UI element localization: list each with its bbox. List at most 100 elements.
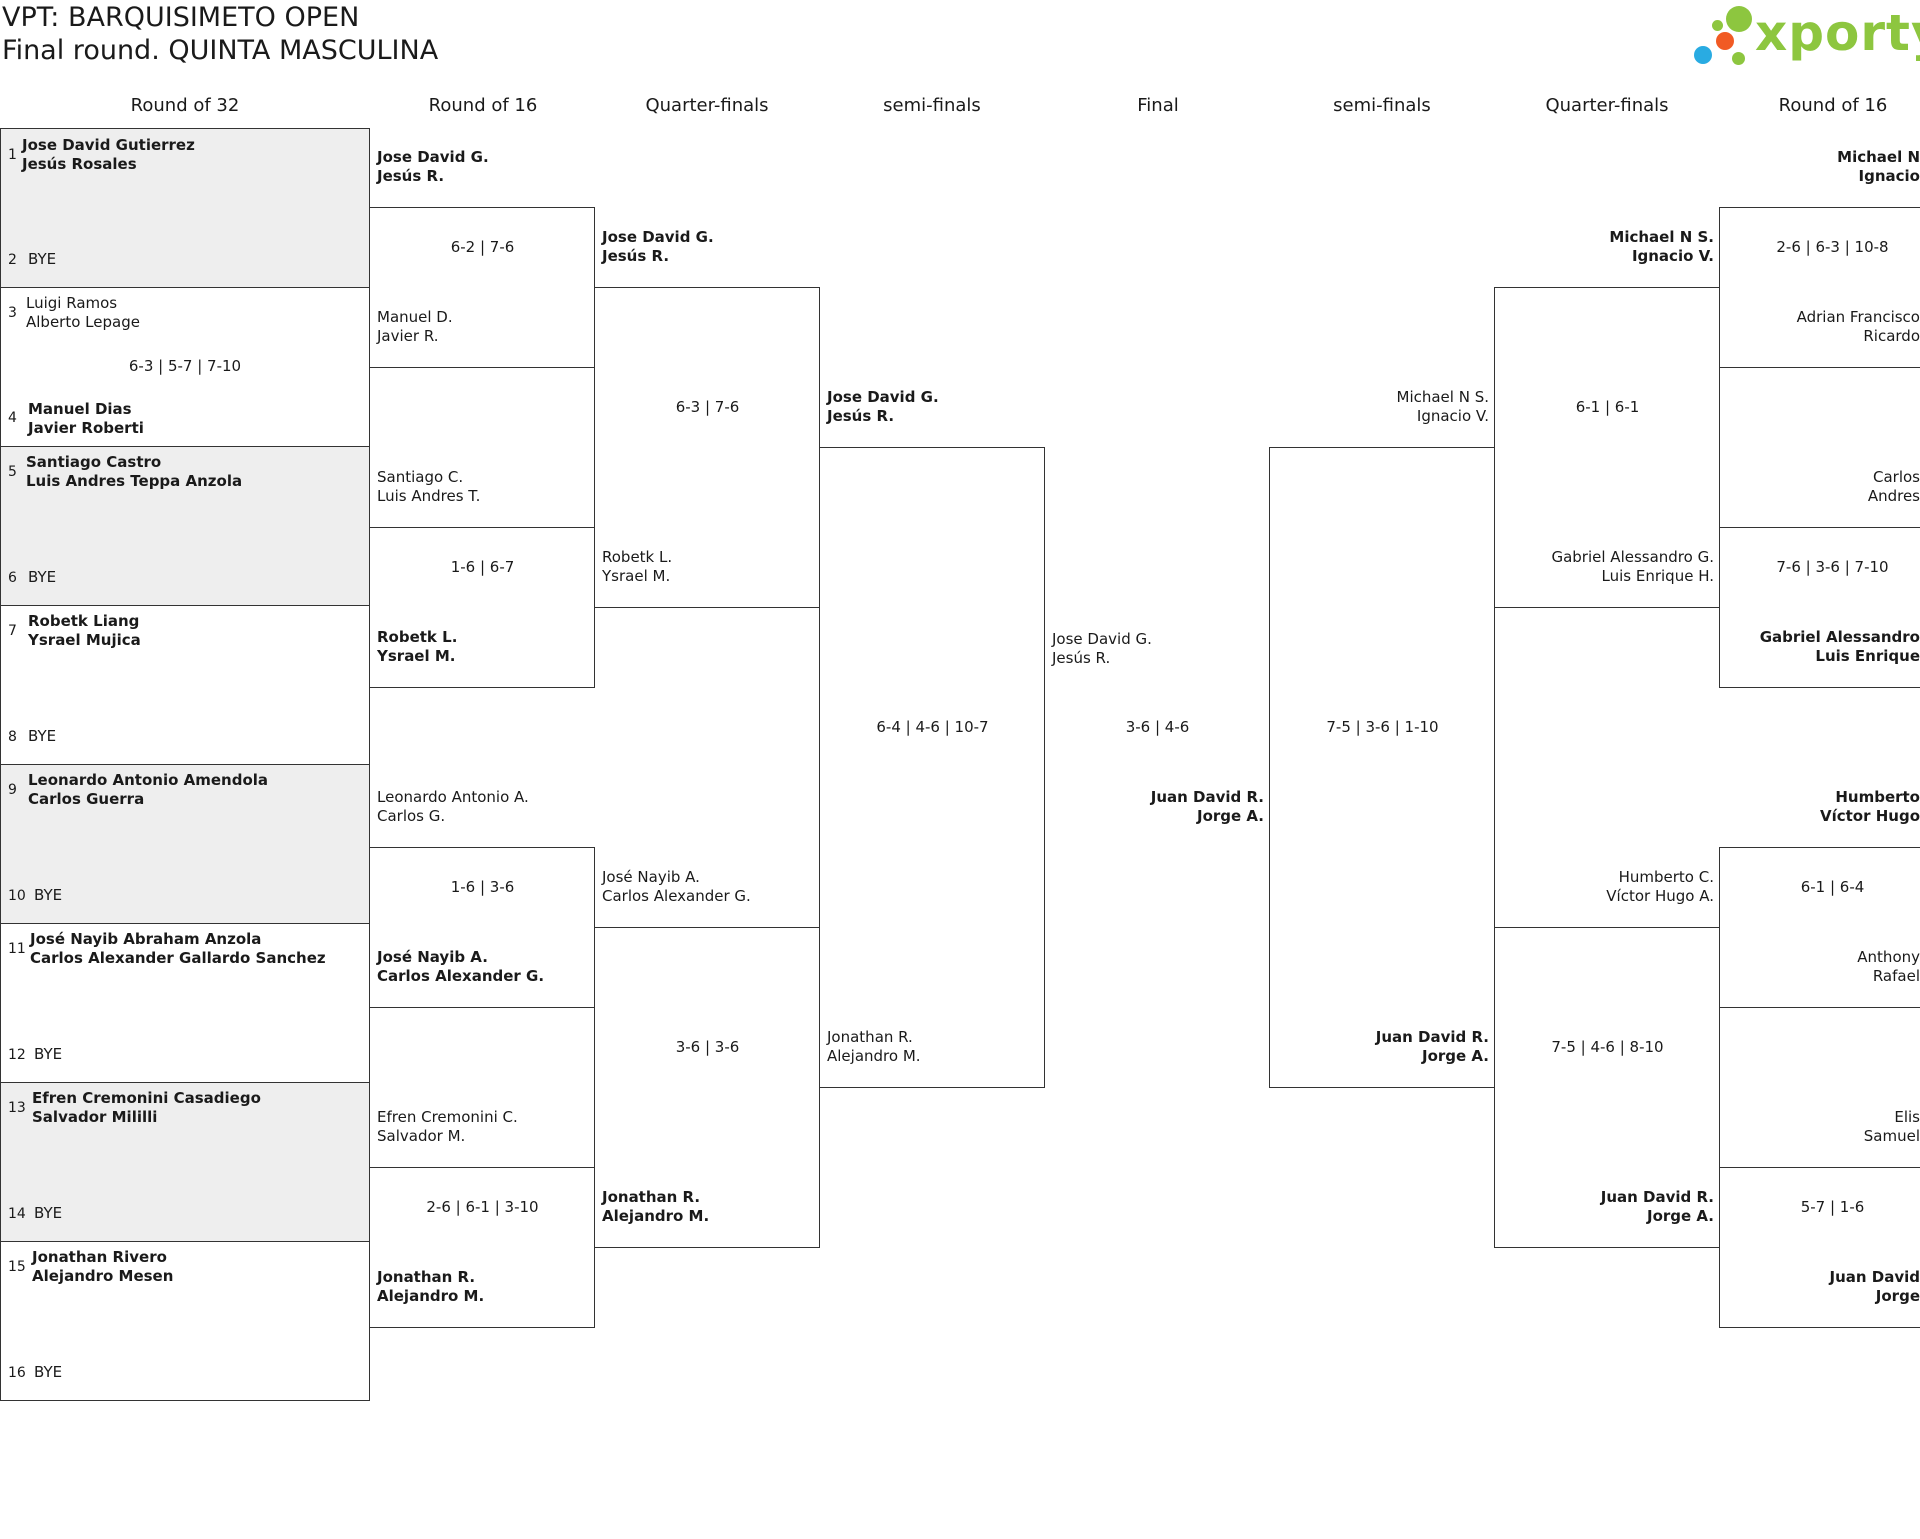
seed-number: 1 [8,147,17,163]
team-player-2: Víctor Hugo A. [1606,887,1714,905]
match-score: 2-6 | 6-3 | 10-8 [1776,238,1889,256]
match-score: 7-6 | 3-6 | 7-10 [1776,558,1889,576]
team-player-2: Jesús Rosales [22,155,137,173]
team-player-1: Jose David Gutierrez [22,136,195,154]
round-header-qf-left: Quarter-finals [645,95,769,116]
team-player-2: Carlos Alexander G. [377,967,545,985]
match-score: 6-1 | 6-1 [1575,398,1640,416]
team-player-1: Michael N S. [1609,228,1714,246]
match-score: 7-5 | 3-6 | 1-10 [1326,718,1439,736]
r16-left-match-2 [369,527,595,688]
team-player-1: Adrian Francisco [1796,308,1920,326]
round-header-r32: Round of 32 [130,95,240,116]
seed-number: 5 [8,464,17,480]
r16-right-match-2 [1719,527,1920,688]
team-player-1: José Nayib Abraham Anzola [30,930,262,948]
team-player-2: Alejandro M. [827,1047,921,1065]
seed-number: 13 [8,1100,26,1116]
team-player-2: Javier Roberti [28,419,144,437]
round-header-sf-left: semi-finals [883,95,981,116]
team-player-2: Javier R. [377,327,439,345]
team-player-1: Leonardo Antonio Amendola [28,771,269,789]
team-player-1: Elis [1894,1108,1920,1126]
seed-number: 7 [8,623,17,639]
team-player-2: Ignacio V. [1631,247,1714,265]
team-player-1: Jonathan R. [827,1028,913,1046]
team-player-2: Luis Enrique [1815,647,1920,665]
team-player-1: Michael N S. [1396,388,1490,406]
seed-number: 12 [8,1047,26,1063]
r16-left-match-4 [369,1167,595,1328]
sf-left-match [819,447,1045,1088]
team-player-2: Carlos Alexander G. [602,887,751,905]
team-player-1: Juan David [1829,1268,1920,1286]
team-player-1: Santiago C. [377,468,464,486]
team-player-2: Salvador Mililli [32,1108,158,1126]
match-score: 6-1 | 6-4 [1800,878,1865,896]
logo-dot-green [1726,6,1752,32]
team-player-2: Ricardo [1863,327,1920,345]
final-team-right-player-1: Juan David R. [1150,788,1264,806]
team-player-2: Ysrael M. [602,567,671,585]
final-team-right-player-2: Jorge A. [1196,807,1264,825]
team-player-2: Jorge A. [1646,1207,1714,1225]
r32-match-5 [0,764,370,924]
qf-right-match-2 [1494,927,1720,1248]
match-score: 5-7 | 1-6 [1800,1198,1865,1216]
team-player-1: José Nayib A. [377,948,488,966]
team-player-2: Jesús R. [377,167,445,185]
team-player-2: Alberto Lepage [26,313,140,331]
r16-right-match-4 [1719,1167,1920,1328]
seed-number: 9 [8,782,17,798]
logo-text: xporty [1755,4,1920,62]
team-player-2: Alejandro Mesen [32,1267,174,1285]
team-player-2: Luis Andres Teppa Anzola [26,472,243,490]
bye-entry: BYE [28,250,57,268]
match-score: 7-5 | 4-6 | 8-10 [1551,1038,1664,1056]
r16-right-match-3 [1719,847,1920,1008]
team-player-1: Juan David R. [1600,1188,1714,1206]
bye-entry: BYE [34,886,63,904]
seed-number: 4 [8,410,17,426]
team-player-2: Ignacio V. [1416,407,1489,425]
qf-left-match-2 [594,927,820,1248]
match-score: 6-3 | 5-7 | 7-10 [128,357,242,375]
round-header-sf-right: semi-finals [1333,95,1431,116]
team-player-1: José Nayib A. [602,868,700,886]
team-player-1: Jonathan R. [602,1188,701,1206]
logo-dot-blue [1694,46,1712,64]
xporty-logo: xporty [1690,2,1920,70]
team-player-2: Luis Enrique H. [1601,567,1714,585]
final-team-left-player-1: Jose David G. [1052,630,1152,648]
team-player-2: Jesús R. [827,407,895,425]
seed-number: 14 [8,1206,26,1222]
seed-number: 2 [8,252,17,268]
team-player-1: Juan David R. [1375,1028,1489,1046]
team-player-2: Carlos Alexander Gallardo Sanchez [30,949,326,967]
r16-left-match-1 [369,207,595,368]
team-player-1: Gabriel Alessandro [1759,628,1920,646]
team-player-2: Alejandro M. [602,1207,710,1225]
seed-number: 11 [8,941,26,957]
team-player-1: Leonardo Antonio A. [377,788,529,806]
seed-number: 15 [8,1259,26,1275]
round-header-final: Final [1137,95,1179,116]
bye-entry: BYE [34,1363,63,1381]
page-title: VPT: BARQUISIMETO OPEN [2,2,360,33]
team-player-1: Robetk L. [377,628,458,646]
r16-right-match-1 [1719,207,1920,368]
bye-entry: BYE [34,1045,63,1063]
team-player-2: Samuel [1863,1127,1920,1145]
team-player-1: Humberto C. [1618,868,1714,886]
team-player-1: Santiago Castro [26,453,162,471]
team-player-2: Andres [1867,487,1920,505]
bye-entry: BYE [28,568,57,586]
team-player-1: Manuel D. [377,308,453,326]
team-player-2: Jorge A. [1421,1047,1489,1065]
seed-number: 3 [8,305,17,321]
team-player-1: Jonathan R. [377,1268,476,1286]
qf-right-match-1 [1494,287,1720,608]
team-player-1: Luigi Ramos [26,294,118,312]
team-player-2: Ysrael Mujica [28,631,141,649]
team-player-2: Luis Andres T. [377,487,481,505]
